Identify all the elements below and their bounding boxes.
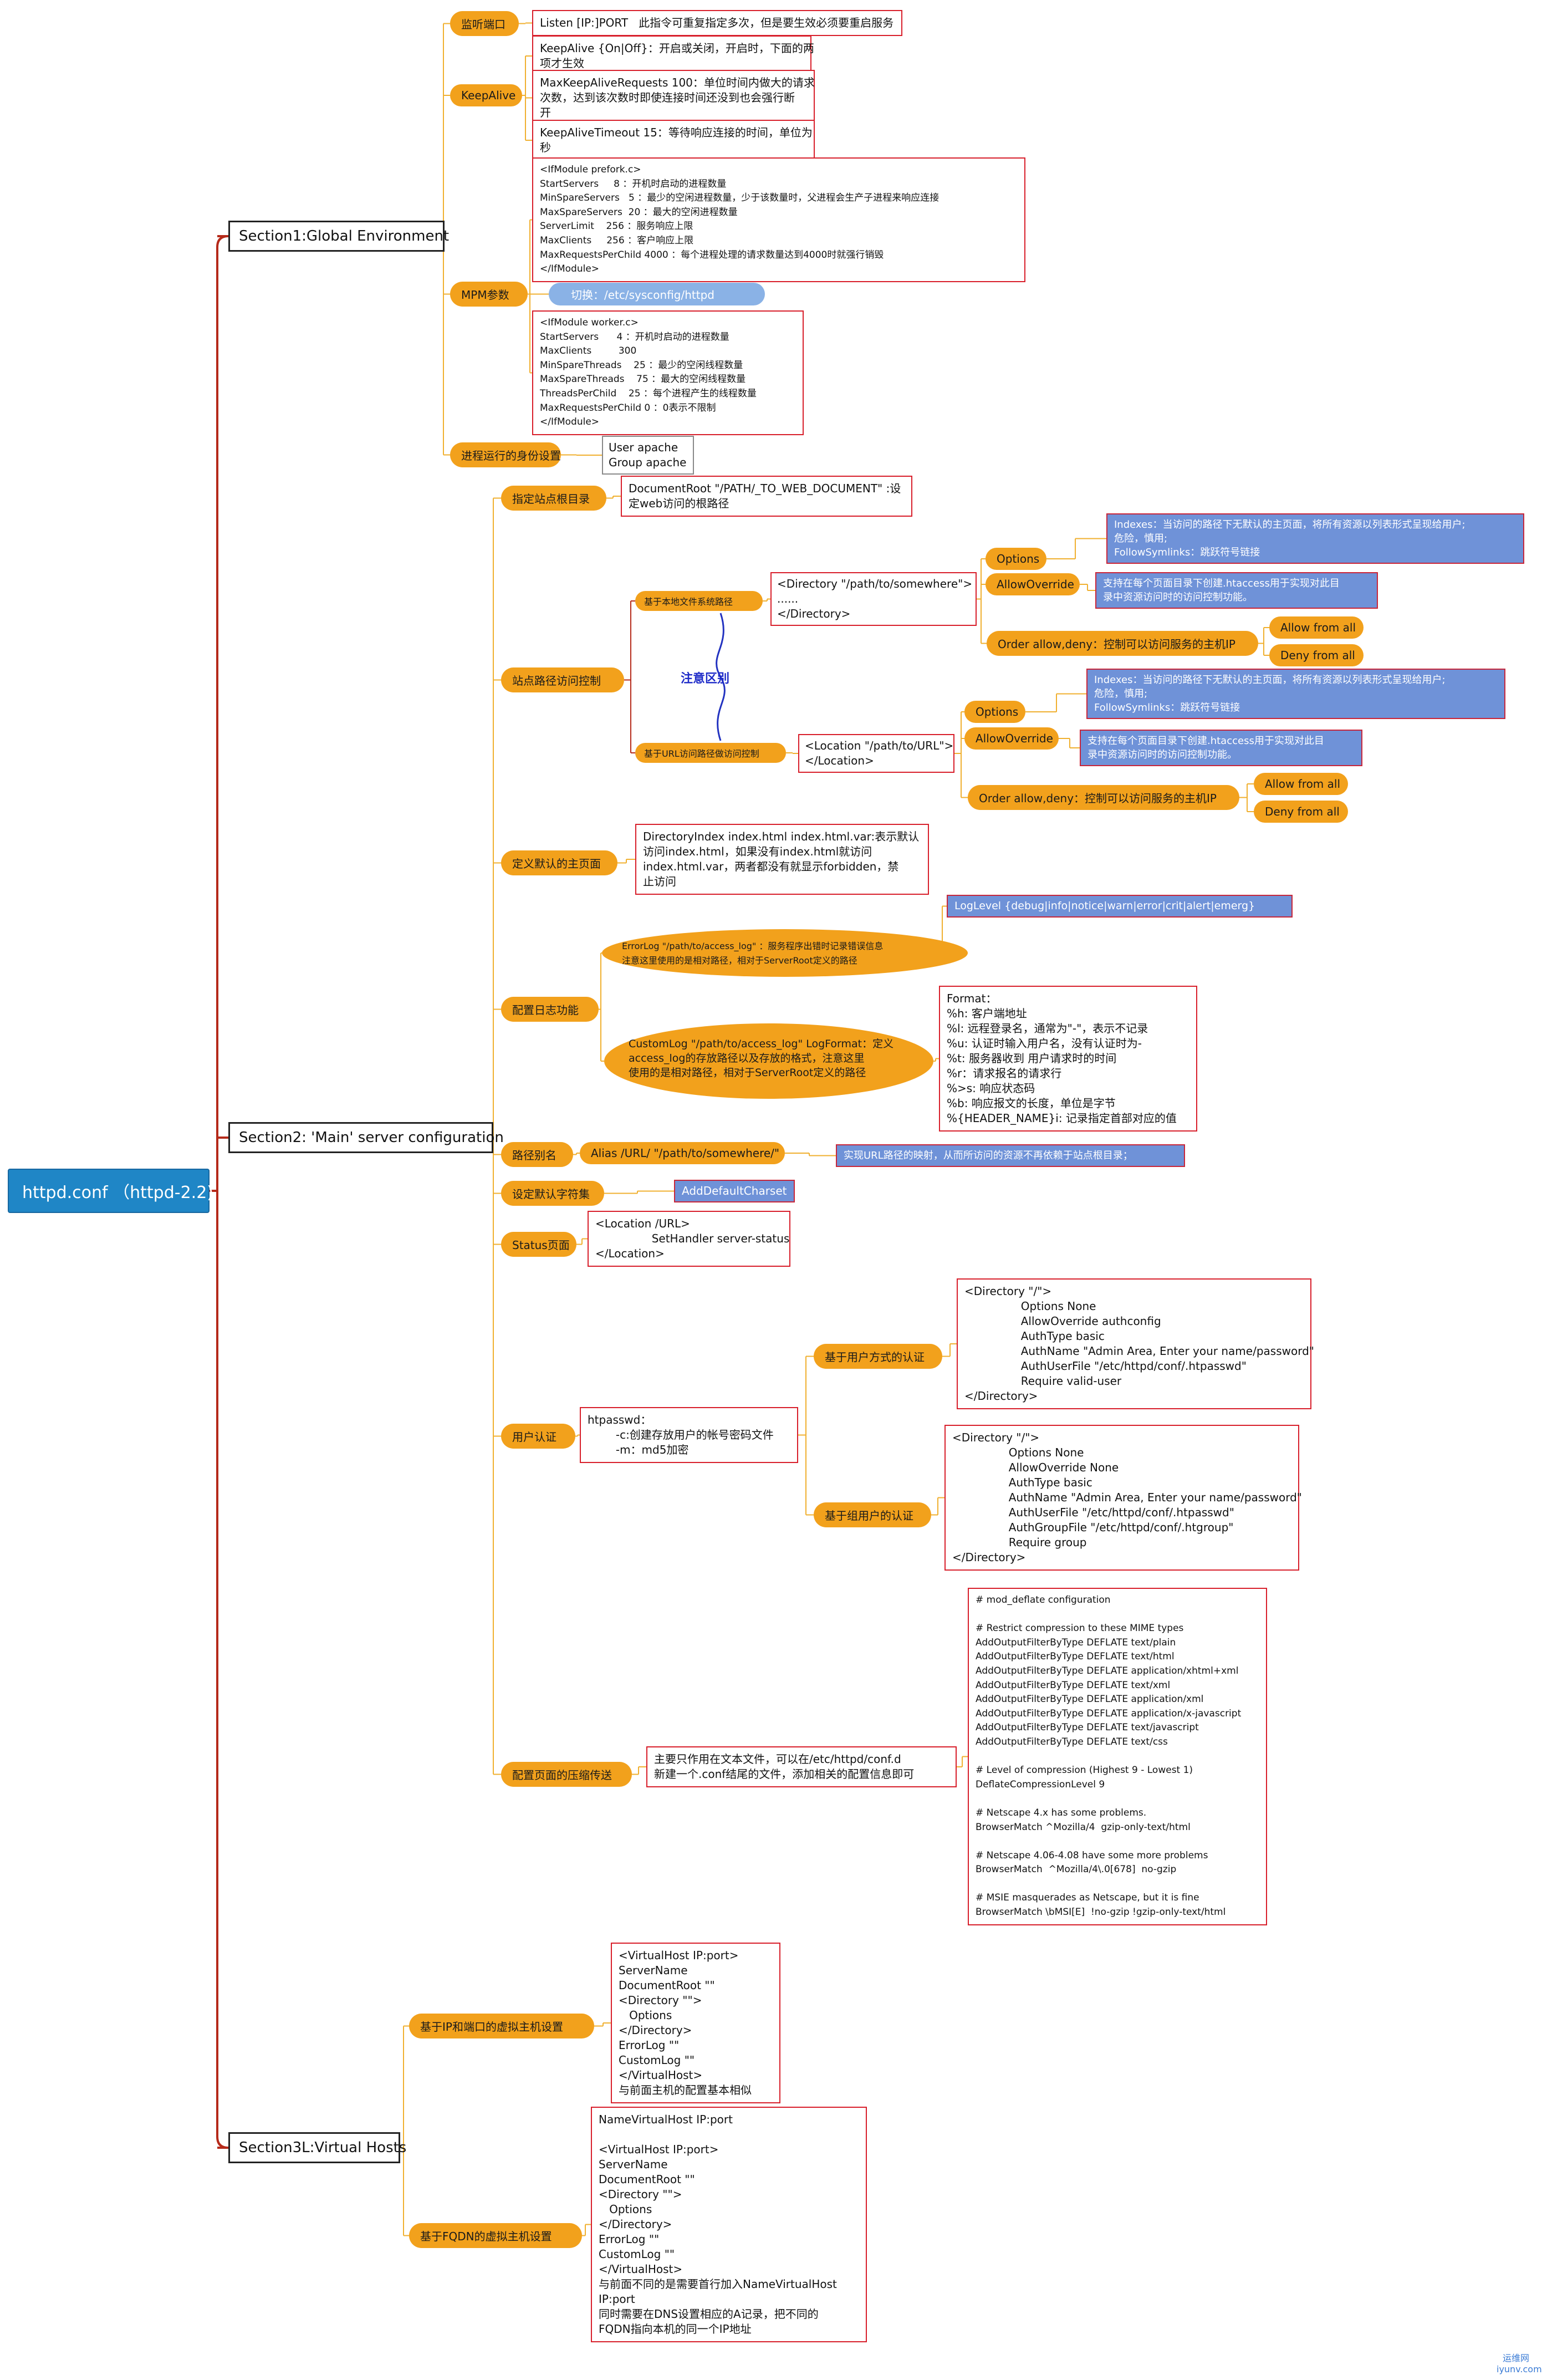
allow-from-all[interactable]: Allow from all — [1269, 616, 1364, 639]
section2-node[interactable]: Section2: 'Main' server configuration — [228, 1122, 504, 1153]
section3-node[interactable]: Section3L:Virtual Hosts — [228, 2132, 406, 2163]
vhost-fqdn-config: NameVirtualHost IP:port <VirtualHost IP:… — [591, 2107, 867, 2342]
max-keepalive-text: MaxKeepAliveRequests 100：单位时间内做大的请求 次数，达… — [532, 70, 815, 126]
format-text: Format： %h: 客户端地址 %l: 远程登录名，通常为"-"，表示不记录… — [939, 986, 1197, 1132]
prefork-config: <IfModule prefork.c> StartServers 8 ：开机时… — [532, 157, 1025, 282]
order-node[interactable]: Order allow,deny：控制可以访问服务的主机IP — [987, 631, 1258, 656]
alias-node[interactable]: 路径别名 — [501, 1142, 573, 1167]
options-node-2[interactable]: Options — [964, 701, 1025, 723]
deflate-config: # mod_deflate configuration # Restrict c… — [968, 1588, 1267, 1925]
options-desc-2: Indexes：当访问的路径下无默认的主页面，将所有资源以列表形式呈现给用户; … — [1086, 669, 1505, 719]
edge-curve1 — [216, 235, 229, 248]
edge-curve3 — [216, 2136, 229, 2149]
listen-node[interactable]: 监听端口 — [450, 11, 519, 36]
allowoverride-node-2[interactable]: AllowOverride — [964, 727, 1059, 750]
keepalive-node[interactable]: KeepAlive — [450, 84, 522, 106]
index-text: DirectoryIndex index.html index.html.var… — [635, 824, 929, 895]
fs-path-node[interactable]: 基于本地文件系统路径 — [635, 591, 763, 611]
vhost-fqdn-node[interactable]: 基于FQDN的虚拟主机设置 — [409, 2223, 582, 2248]
user-auth-node[interactable]: 基于用户方式的认证 — [814, 1344, 942, 1369]
status-text: <Location /URL> SetHandler server-status… — [588, 1211, 790, 1267]
note-label: 注意区别 — [681, 672, 730, 686]
loglevel-box: LogLevel {debug|info|notice|warn|error|c… — [947, 895, 1293, 918]
keepalive-timeout-text: KeepAliveTimeout 15：等待响应连接的时间，单位为 秒 — [532, 120, 815, 161]
directory-text: <Directory "/path/to/somewhere"> ...... … — [770, 572, 977, 626]
options-desc: Indexes：当访问的路径下无默认的主页面，将所有资源以列表形式呈现给用户; … — [1106, 513, 1524, 564]
htpasswd-text: htpasswd： -c:创建存放用户的帐号密码文件 -m：md5加密 — [580, 1407, 798, 1463]
auth-node[interactable]: 用户认证 — [501, 1424, 575, 1449]
section1-node[interactable]: Section1:Global Environment — [228, 221, 449, 252]
deny-from-all[interactable]: Deny from all — [1269, 644, 1364, 666]
watermark: 运维网 iyunv.com — [1497, 2353, 1542, 2374]
alias-text[interactable]: Alias /URL/ "/path/to/somewhere/" — [580, 1142, 785, 1164]
charset-text: AddDefaultCharset — [674, 1180, 795, 1202]
deflate-node[interactable]: 配置页面的压缩传送 — [501, 1762, 632, 1787]
location-text: <Location "/path/to/URL"> </Location> — [798, 734, 954, 773]
note-bracket — [716, 613, 726, 741]
identity-node[interactable]: 进程运行的身份设置 — [450, 442, 561, 467]
alias-desc: 实现URL路径的映射，从而所访问的资源不再依赖于站点根目录； — [836, 1144, 1185, 1167]
mpm-switch-cloud: 切换：/etc/sysconfig/httpd — [549, 283, 765, 305]
allow-from-all-2[interactable]: Allow from all — [1254, 773, 1348, 795]
root-node[interactable]: httpd.conf （httpd-2.2) — [8, 1169, 213, 1213]
customlog-node[interactable]: CustomLog "/path/to/access_log" LogForma… — [604, 1023, 933, 1099]
charset-node[interactable]: 设定默认字符集 — [501, 1181, 604, 1206]
user-auth-config: <Directory "/"> Options None AllowOverri… — [957, 1278, 1314, 1409]
deflate-desc: 主要只作用在文本文件，可以在/etc/httpd/conf.d 新建一个.con… — [646, 1746, 957, 1787]
group-auth-node[interactable]: 基于组用户的认证 — [814, 1502, 931, 1527]
identity-text: User apache Group apache — [602, 436, 694, 475]
status-node[interactable]: Status页面 — [501, 1232, 576, 1257]
deny-from-all-2[interactable]: Deny from all — [1254, 801, 1348, 823]
docroot-text: DocumentRoot "/PATH/_TO_WEB_DOCUMENT" :设… — [621, 476, 912, 517]
log-node[interactable]: 配置日志功能 — [501, 997, 599, 1022]
mpm-node[interactable]: MPM参数 — [450, 282, 528, 307]
options-node[interactable]: Options — [986, 548, 1046, 570]
index-node[interactable]: 定义默认的主页面 — [501, 850, 617, 875]
vhost-ip-node[interactable]: 基于IP和端口的虚拟主机设置 — [409, 2014, 594, 2038]
access-control-node[interactable]: 站点路径访问控制 — [501, 667, 624, 692]
vhost-ip-config: <VirtualHost IP:port> ServerName Documen… — [611, 1943, 780, 2103]
allowoverride-node[interactable]: AllowOverride — [986, 573, 1080, 595]
allowoverride-desc: 支持在每个页面目录下创建.htaccess用于实现对此目 录中资源访问时的访问控… — [1095, 572, 1378, 609]
listen-text: Listen [IP:]PORT 此指令可重复指定多次，但是要生效必须要重启服务 — [532, 10, 902, 36]
worker-config: <IfModule worker.c> StartServers 4 ：开机时启… — [532, 310, 804, 435]
docroot-node[interactable]: 指定站点根目录 — [501, 486, 606, 511]
order-node-2[interactable]: Order allow,deny：控制可以访问服务的主机IP — [968, 785, 1239, 810]
errorlog-node[interactable]: ErrorLog "/path/to/access_log" ：服务程序出错时记… — [602, 929, 968, 977]
group-auth-config: <Directory "/"> Options None AllowOverri… — [944, 1425, 1302, 1571]
url-path-node[interactable]: 基于URL访问路径做访问控制 — [635, 743, 786, 763]
allowoverride-desc-2: 支持在每个页面目录下创建.htaccess用于实现对此目 录中资源访问时的访问控… — [1080, 730, 1362, 766]
